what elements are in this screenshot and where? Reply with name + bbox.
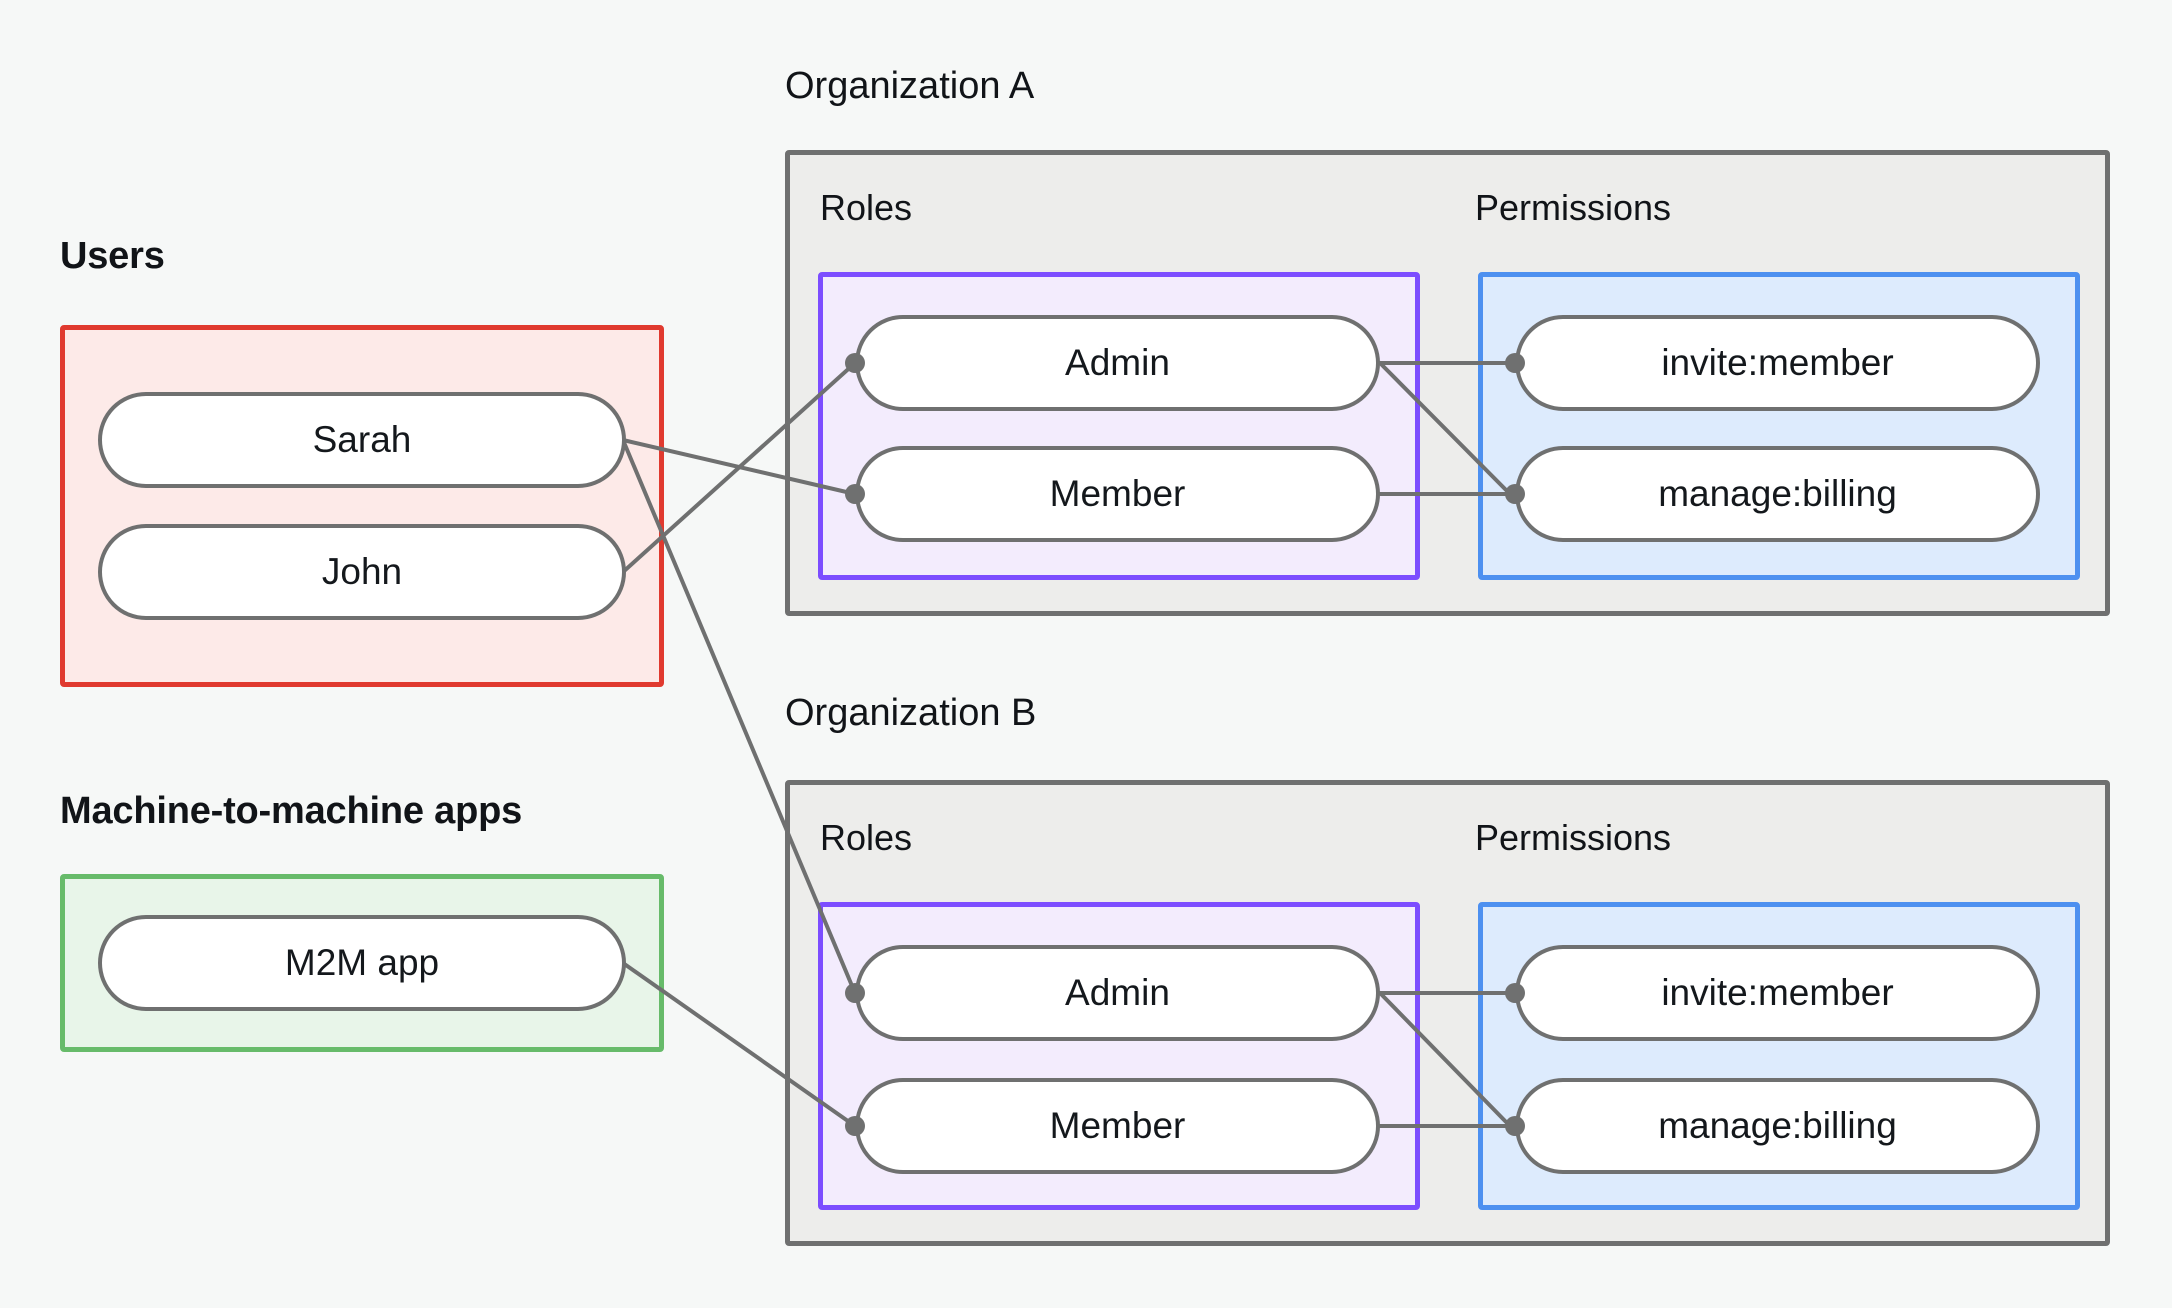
users-group-label: Users [60, 235, 165, 277]
edge-dot-orgA-invite-left [1505, 353, 1525, 373]
user-node-sarah[interactable]: Sarah [98, 392, 626, 488]
organization-a-label: Organization A [785, 65, 1035, 107]
edge-dot-orgB-admin-left [845, 983, 865, 1003]
organization-b-roles-label: Roles [820, 817, 913, 858]
edge-dot-orgB-member-left [845, 1116, 865, 1136]
organization-a-permission-invite-member[interactable]: invite:member [1515, 315, 2040, 411]
organization-b-permission-manage-billing[interactable]: manage:billing [1515, 1078, 2040, 1174]
users-container [60, 325, 664, 687]
organization-a-role-member[interactable]: Member [855, 446, 1380, 542]
user-node-john[interactable]: John [98, 524, 626, 620]
organization-a-permissions-label: Permissions [1475, 187, 1672, 228]
organization-b-permissions-label: Permissions [1475, 817, 1672, 858]
edge-dot-orgA-admin-left [845, 353, 865, 373]
organization-b-role-admin[interactable]: Admin [855, 945, 1380, 1041]
edge-dot-orgA-billing-left [1505, 484, 1525, 504]
organization-b-permission-invite-member[interactable]: invite:member [1515, 945, 2040, 1041]
edge-dot-orgA-member-left [845, 484, 865, 504]
m2m-group-label: Machine-to-machine apps [60, 790, 523, 832]
organization-a-roles-label: Roles [820, 187, 913, 228]
organization-b-label: Organization B [785, 692, 1037, 734]
edge-dot-orgB-billing-left [1505, 1116, 1525, 1136]
organization-a-permission-manage-billing[interactable]: manage:billing [1515, 446, 2040, 542]
organization-b-role-member[interactable]: Member [855, 1078, 1380, 1174]
m2m-node-app[interactable]: M2M app [98, 915, 626, 1011]
organization-a-role-admin[interactable]: Admin [855, 315, 1380, 411]
edge-dot-orgB-invite-left [1505, 983, 1525, 1003]
